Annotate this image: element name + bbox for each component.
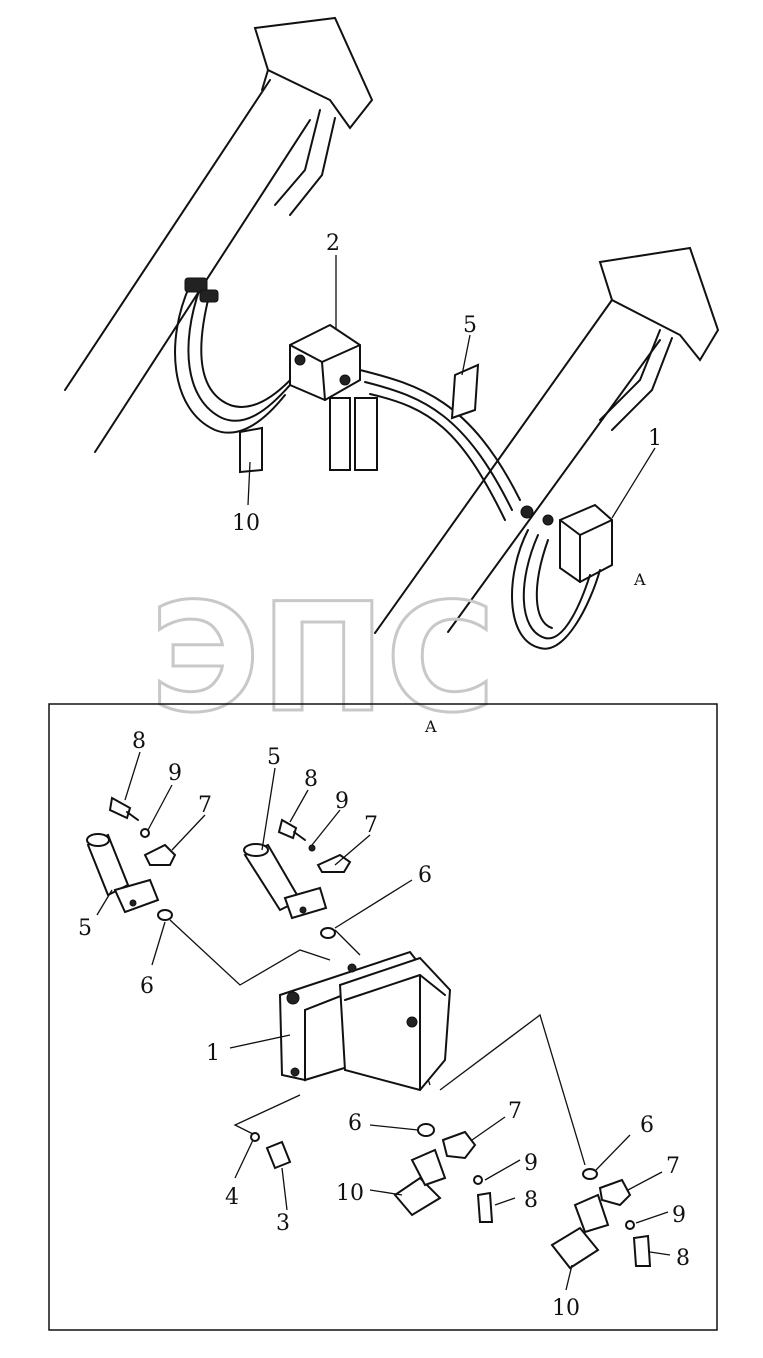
right-lever-arm <box>374 246 720 634</box>
o-ring-6a <box>157 909 173 921</box>
washer-9b <box>308 844 316 852</box>
clamp-7d <box>598 1178 632 1207</box>
bolt-8a <box>108 796 139 821</box>
washer-9a <box>140 828 150 838</box>
washer-4 <box>250 1132 260 1142</box>
callout-upper-10: 10 <box>232 511 260 536</box>
callout-d-3: 3 <box>276 1211 290 1236</box>
elbow-fitting-5a <box>86 833 160 914</box>
callout-d-9b: 9 <box>335 789 349 814</box>
left-hose-bundle <box>174 277 296 434</box>
callout-d-9c: 9 <box>524 1151 538 1176</box>
callout-d-10b: 10 <box>552 1296 580 1321</box>
washer-9c <box>473 1175 483 1185</box>
callout-upper-1: 1 <box>648 426 662 451</box>
callout-upper-2: 2 <box>326 231 340 256</box>
elbow-fitting-5b <box>243 843 328 920</box>
callout-d-7d: 7 <box>666 1154 680 1179</box>
o-ring-6b <box>320 927 336 939</box>
callout-d-6d: 6 <box>640 1113 654 1138</box>
clamp-7a <box>143 843 177 866</box>
upper-assembly-view <box>64 16 720 650</box>
elbow-fitting-10b <box>550 1193 610 1270</box>
callout-d-6b: 6 <box>418 863 432 888</box>
bolt-8b <box>277 818 306 841</box>
callout-d-7a: 7 <box>198 793 212 818</box>
o-ring-6d <box>582 1168 598 1180</box>
callout-d-1: 1 <box>206 1041 220 1066</box>
detail-view-a <box>86 796 652 1270</box>
callout-d-7c: 7 <box>508 1099 522 1124</box>
callout-d-7b: 7 <box>364 813 378 838</box>
washer-9d <box>625 1220 635 1230</box>
callout-d-9a: 9 <box>168 761 182 786</box>
callout-d-4: 4 <box>225 1185 239 1210</box>
bolt-8c <box>476 1191 494 1223</box>
callout-d-8b: 8 <box>304 767 318 792</box>
clamp-7b <box>316 853 352 873</box>
callout-d-8c: 8 <box>524 1188 538 1213</box>
valve-housing-1 <box>278 950 452 1092</box>
callout-labels: 2 5 1 10 A A 8 9 7 5 6 5 8 9 7 6 1 6 7 9… <box>78 231 690 1321</box>
pilot-valve-body <box>511 503 613 650</box>
left-lever-arm <box>64 16 374 453</box>
detail-frame <box>48 703 718 1331</box>
callout-d-5a: 5 <box>78 916 92 941</box>
view-label-upper: A <box>633 570 646 589</box>
watermark-text: ЭПС <box>150 572 496 746</box>
callout-d-8a: 8 <box>132 729 146 754</box>
clamp-7c <box>441 1130 477 1160</box>
callout-leaders <box>96 255 671 1291</box>
crossover-hoses <box>239 363 521 521</box>
callout-d-6c: 6 <box>348 1111 362 1136</box>
bolt-8d <box>632 1234 652 1267</box>
callout-d-9d: 9 <box>672 1203 686 1228</box>
elbow-fitting-10a <box>393 1148 447 1217</box>
callout-upper-5: 5 <box>463 313 477 338</box>
callout-d-6a: 6 <box>140 974 154 999</box>
o-ring-6c <box>417 1123 435 1137</box>
control-valve-block <box>289 323 378 471</box>
callout-d-8d: 8 <box>676 1246 690 1271</box>
view-label-detail: A <box>424 717 437 736</box>
bolt-3 <box>265 1140 292 1170</box>
callout-d-5b: 5 <box>267 745 281 770</box>
callout-d-10a: 10 <box>336 1181 364 1206</box>
